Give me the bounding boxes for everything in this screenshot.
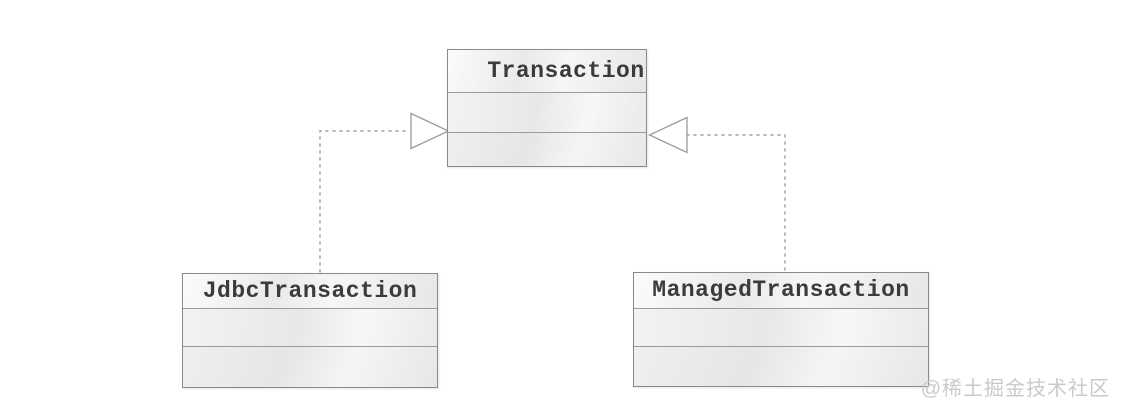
fields-compartment-transaction — [448, 91, 646, 132]
realization-connector-jdbc-to-transaction — [319, 130, 411, 273]
class-name-managedtransaction: ManagedTransaction — [634, 273, 928, 308]
fields-compartment-managedtransaction — [634, 307, 928, 346]
class-name-transaction: Transaction — [448, 50, 646, 92]
class-box-transaction: Transaction — [447, 49, 647, 167]
class-box-jdbctransaction: JdbcTransaction — [182, 273, 438, 388]
watermark: @稀土掘金技术社区 — [920, 378, 1110, 400]
class-name-jdbctransaction: JdbcTransaction — [183, 274, 437, 308]
realization-connector-managed-to-transaction — [687, 134, 786, 271]
class-box-managedtransaction: ManagedTransaction — [633, 272, 929, 387]
hollow-triangle-arrowhead-right — [647, 116, 688, 154]
methods-compartment-managedtransaction — [634, 345, 928, 386]
methods-compartment-transaction — [448, 131, 646, 166]
fields-compartment-jdbctransaction — [183, 307, 437, 346]
hollow-triangle-arrowhead-left — [410, 112, 451, 150]
methods-compartment-jdbctransaction — [183, 345, 437, 387]
